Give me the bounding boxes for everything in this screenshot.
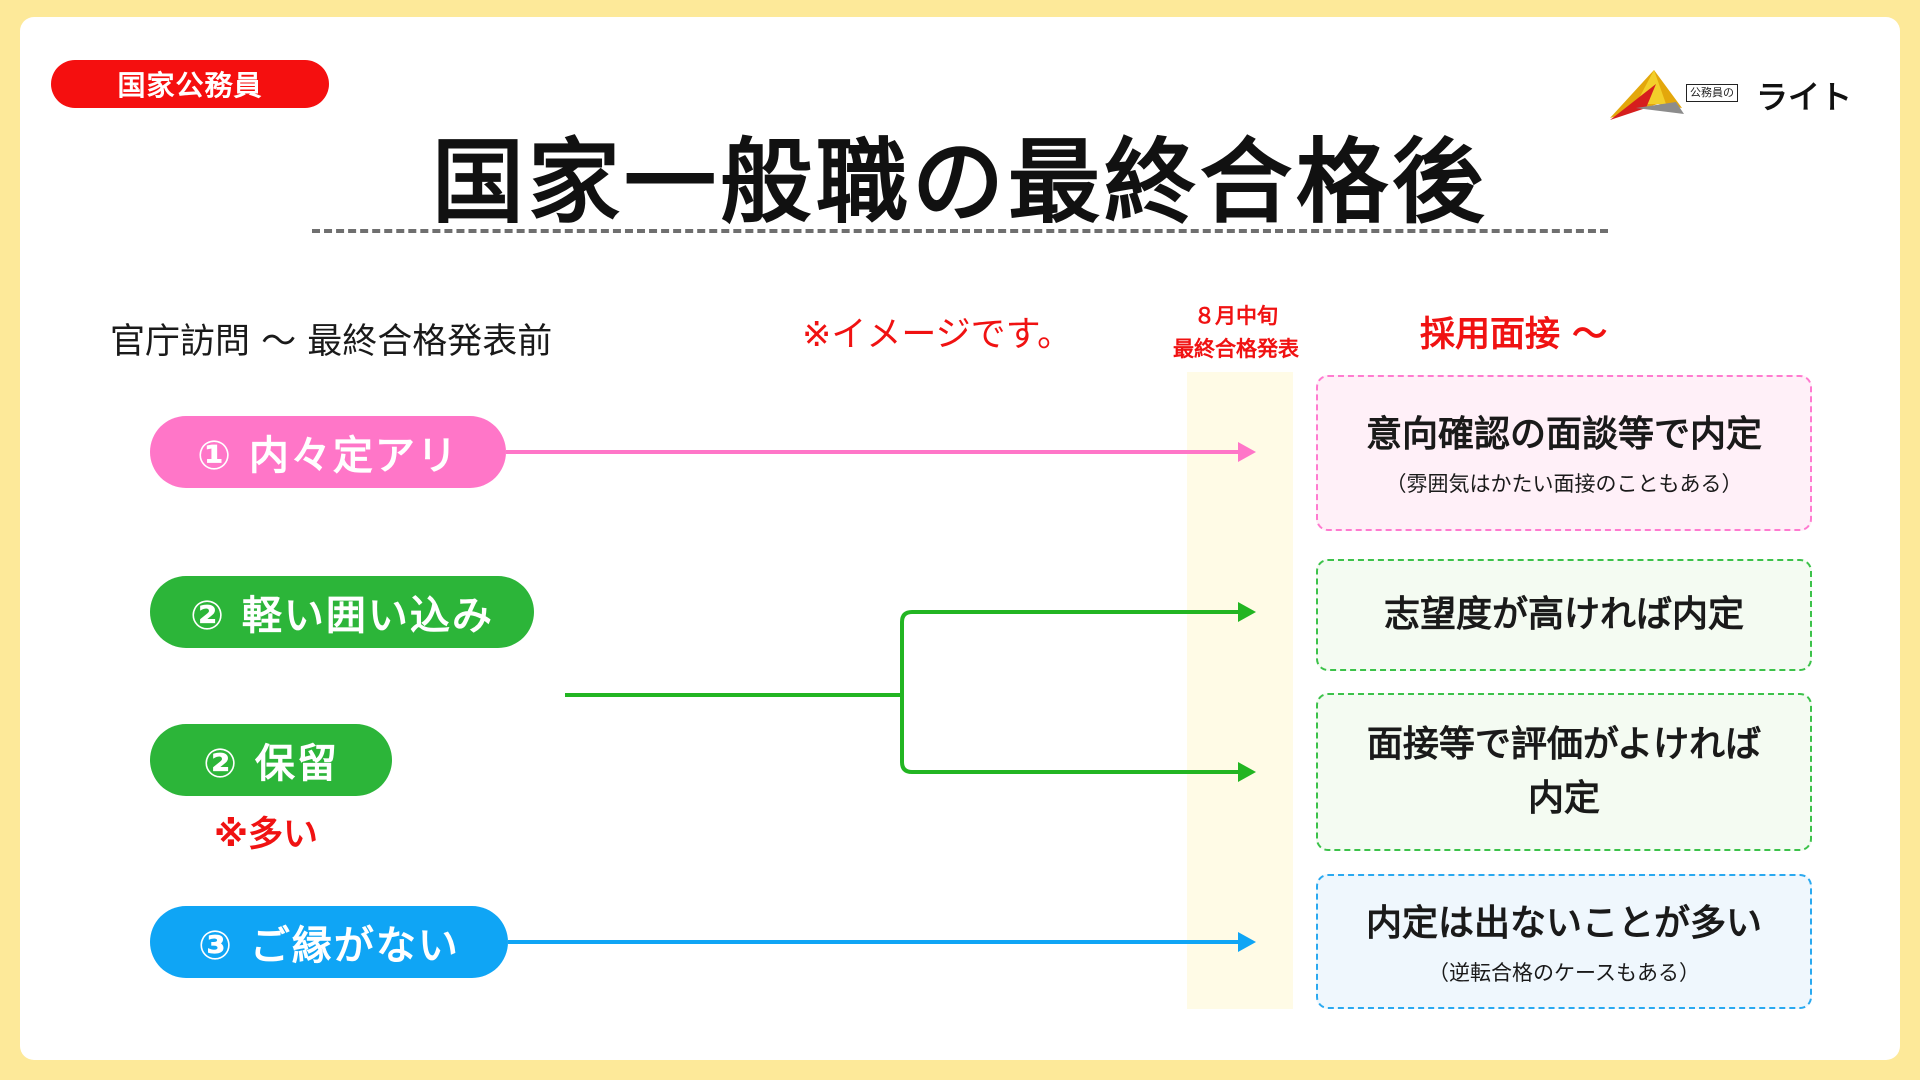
announcement-date: ８月中旬 xyxy=(1194,304,1278,328)
outcome-box-no-offer: 内定は出ないことが多い （逆転合格のケースもある） xyxy=(1316,874,1812,1009)
image-note: ※イメージです。 xyxy=(802,315,1073,355)
announcement-event: 最終合格発表 xyxy=(1173,337,1299,361)
arrowhead-green-bottom xyxy=(1238,762,1256,782)
outcome-box-confirmation: 意向確認の面談等で内定 （雰囲気はかたい面接のこともある） xyxy=(1316,375,1812,531)
arrowhead-green-top xyxy=(1238,602,1256,622)
option-naitei: ① 内々定アリ xyxy=(150,416,506,488)
logo-name: ライト xyxy=(1756,78,1853,116)
hiring-label: 採用面接 ～ xyxy=(1420,315,1608,355)
arrow-green xyxy=(565,610,1240,774)
outcome-text-line2: 内定 xyxy=(1527,778,1600,819)
logo-tagline: 公務員の xyxy=(1686,84,1738,102)
outcome-subtext: （逆転合格のケースもある） xyxy=(1428,960,1700,985)
announcement-label: ８月中旬 最終合格発表 xyxy=(1158,300,1314,366)
site-logo[interactable]: 公務員の ライト xyxy=(1606,64,1854,126)
outcome-text: 意向確認の面談等で内定 xyxy=(1365,414,1762,455)
arrowhead-pink xyxy=(1238,442,1256,462)
arrowhead-blue xyxy=(1238,932,1256,952)
page-title: 国家一般職の最終合格後 xyxy=(431,129,1488,236)
option-light-retention: ② 軽い囲い込み xyxy=(150,576,534,648)
announcement-band xyxy=(1187,372,1293,1009)
category-badge: 国家公務員 xyxy=(51,60,329,108)
option-on-hold: ② 保留 xyxy=(150,724,392,796)
option-no-match: ③ ご縁がない xyxy=(150,906,508,978)
title-divider xyxy=(312,229,1608,233)
outcome-text: 志望度が高ければ内定 xyxy=(1383,594,1744,635)
outcome-box-motivation: 志望度が高ければ内定 xyxy=(1316,559,1812,671)
logo-mountain-icon xyxy=(1610,70,1684,120)
outcome-text-line1: 面接等で評価がよければ xyxy=(1366,724,1762,765)
outcome-text: 内定は出ないことが多い xyxy=(1365,902,1762,944)
outcome-box-evaluation: 面接等で評価がよければ 内定 xyxy=(1316,693,1812,851)
on-hold-note: ※多い xyxy=(214,815,319,855)
phase-label: 官庁訪問 ～ 最終合格発表前 xyxy=(110,322,553,362)
outcome-subtext: （雰囲気はかたい面接のこともある） xyxy=(1385,472,1743,496)
